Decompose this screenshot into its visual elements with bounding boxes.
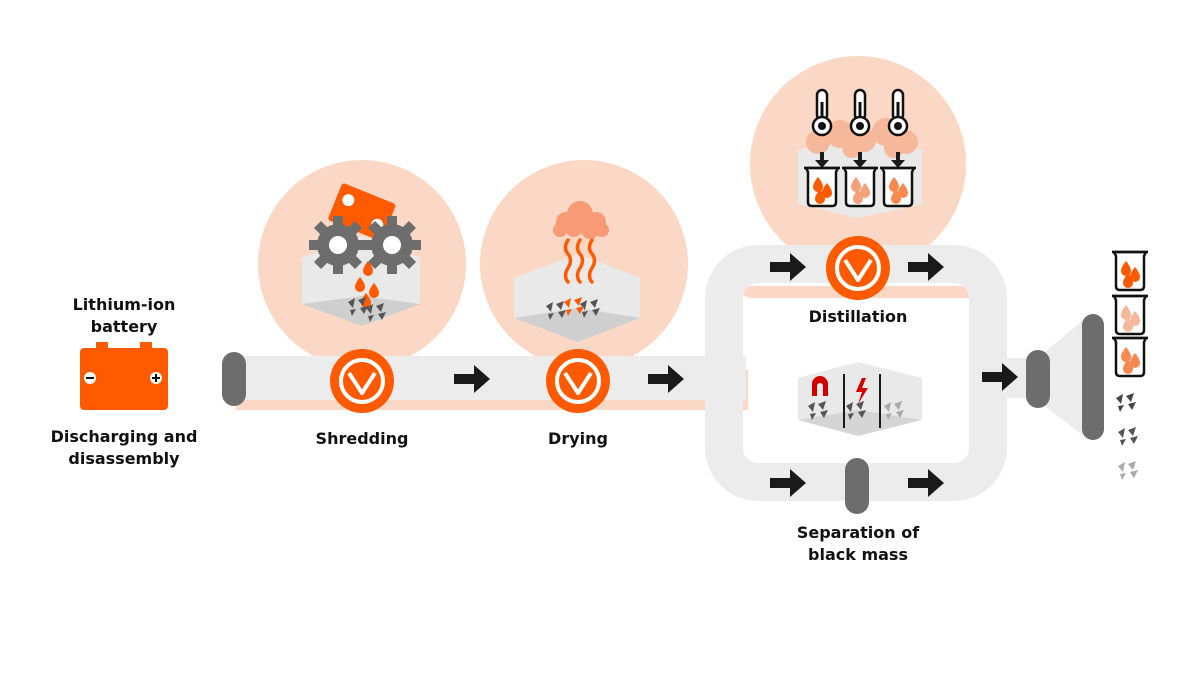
output-flakes-3-icon [1118,461,1138,480]
battery-icon [80,342,168,410]
drying-label: Drying [548,429,608,448]
shredding-illustration [302,183,421,326]
distillation-valve-icon [824,234,892,302]
distillation-illustration [798,88,922,218]
shredding-label: Shredding [315,429,409,448]
shredding-valve-icon [328,347,396,415]
output-flakes-2-icon [1118,427,1138,446]
discharging-label: Discharging and disassembly [50,427,198,468]
main-pipe [222,352,748,410]
output-flakes-1-icon [1116,393,1136,412]
distillation-label: Distillation [808,307,908,326]
battery-label: Lithium-ion battery [72,295,176,336]
drying-illustration [514,201,640,342]
separation-label: Separation of black mass [796,523,920,564]
separation-illustration [798,362,922,436]
drying-valve-icon [544,347,612,415]
outlet-funnel [1026,314,1104,440]
output-products [1110,250,1150,480]
